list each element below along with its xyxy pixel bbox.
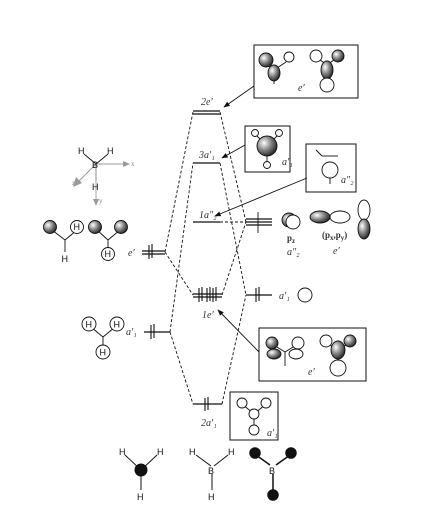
box-a1-label: a′₁ xyxy=(282,157,293,168)
left-label-a1: a′₁ xyxy=(126,327,137,338)
arrow-1e xyxy=(217,309,260,353)
right-sym-a2pp: a″₂ xyxy=(287,247,300,258)
box-a2pp-label: a″₂ xyxy=(341,175,354,186)
svg-text:H: H xyxy=(119,447,126,457)
svg-text:H: H xyxy=(189,447,196,457)
box-1e-orbitals: e′ xyxy=(258,327,367,382)
mo-electrons xyxy=(198,287,217,411)
right-s-level xyxy=(246,287,272,302)
right-sym-e: e′ xyxy=(333,246,340,257)
box-3a1-orbital: a′₁ xyxy=(244,125,293,173)
axis-x: x xyxy=(131,160,135,168)
b-s-orbital-icon xyxy=(297,287,313,303)
bh3-structure-3: B xyxy=(249,447,297,501)
svg-text:H: H xyxy=(208,492,215,502)
svg-text:H: H xyxy=(100,348,107,358)
right-label-pz: pz xyxy=(287,233,295,245)
right-label-a1: a′₁ xyxy=(279,291,290,302)
svg-text:H: H xyxy=(86,320,93,330)
svg-text:B: B xyxy=(208,466,214,476)
svg-text:H: H xyxy=(62,254,69,264)
box-2e-orbitals: e′ xyxy=(253,44,359,99)
svg-text:B: B xyxy=(92,160,98,170)
right-p-levels xyxy=(246,212,272,233)
label-1e: 1e′ xyxy=(202,310,214,321)
bh3-structure-2: H H B H xyxy=(189,447,235,502)
label-3a1: 3a′₁ xyxy=(198,150,215,161)
svg-text:H: H xyxy=(137,492,144,502)
svg-text:H: H xyxy=(114,320,121,330)
svg-text:H: H xyxy=(107,146,114,156)
left-a1-level xyxy=(144,324,170,339)
svg-text:H: H xyxy=(157,447,164,457)
h3-e-orbital-1: H H xyxy=(43,220,84,264)
left-label-e: e′ xyxy=(128,248,135,259)
box-bottom-label: a′₁ xyxy=(267,428,278,439)
box-1a2pp-orbital: a″₂ xyxy=(305,143,357,193)
box-mid-label: e′ xyxy=(308,367,315,378)
axis-z: z xyxy=(72,179,75,187)
h3-a1-orbital: H H H xyxy=(81,316,125,360)
h3-e-orbital-2: H xyxy=(88,220,128,261)
svg-text:B: B xyxy=(269,466,275,476)
svg-text:H: H xyxy=(105,249,112,259)
correlation-lines xyxy=(164,111,247,405)
left-e-level xyxy=(142,244,165,259)
arrow-2e xyxy=(223,85,255,108)
label-2e: 2e′ xyxy=(201,97,213,108)
bh3-structure-1: H H H xyxy=(119,447,164,502)
b-pz-orbital-icon xyxy=(281,212,301,230)
right-label-pxy: (px,py) xyxy=(322,230,347,242)
box-top-label: e′ xyxy=(298,83,305,94)
svg-text:H: H xyxy=(78,146,85,156)
axis-molecule: H H B H xyxy=(73,146,130,206)
b-py-orbital-icon xyxy=(357,199,371,240)
label-2a1: 2a′₁ xyxy=(201,418,217,429)
svg-text:H: H xyxy=(74,222,81,232)
axis-y: y xyxy=(99,197,103,205)
label-1a2pp: 1a″₂ xyxy=(199,210,217,221)
svg-text:H: H xyxy=(228,447,235,457)
arrow-3a1 xyxy=(221,144,246,159)
svg-text:H: H xyxy=(92,182,99,192)
box-2a1-orbital: a′₁ xyxy=(229,391,279,441)
b-px-orbital-icon xyxy=(309,210,351,224)
arrow-1a2pp xyxy=(214,177,308,217)
